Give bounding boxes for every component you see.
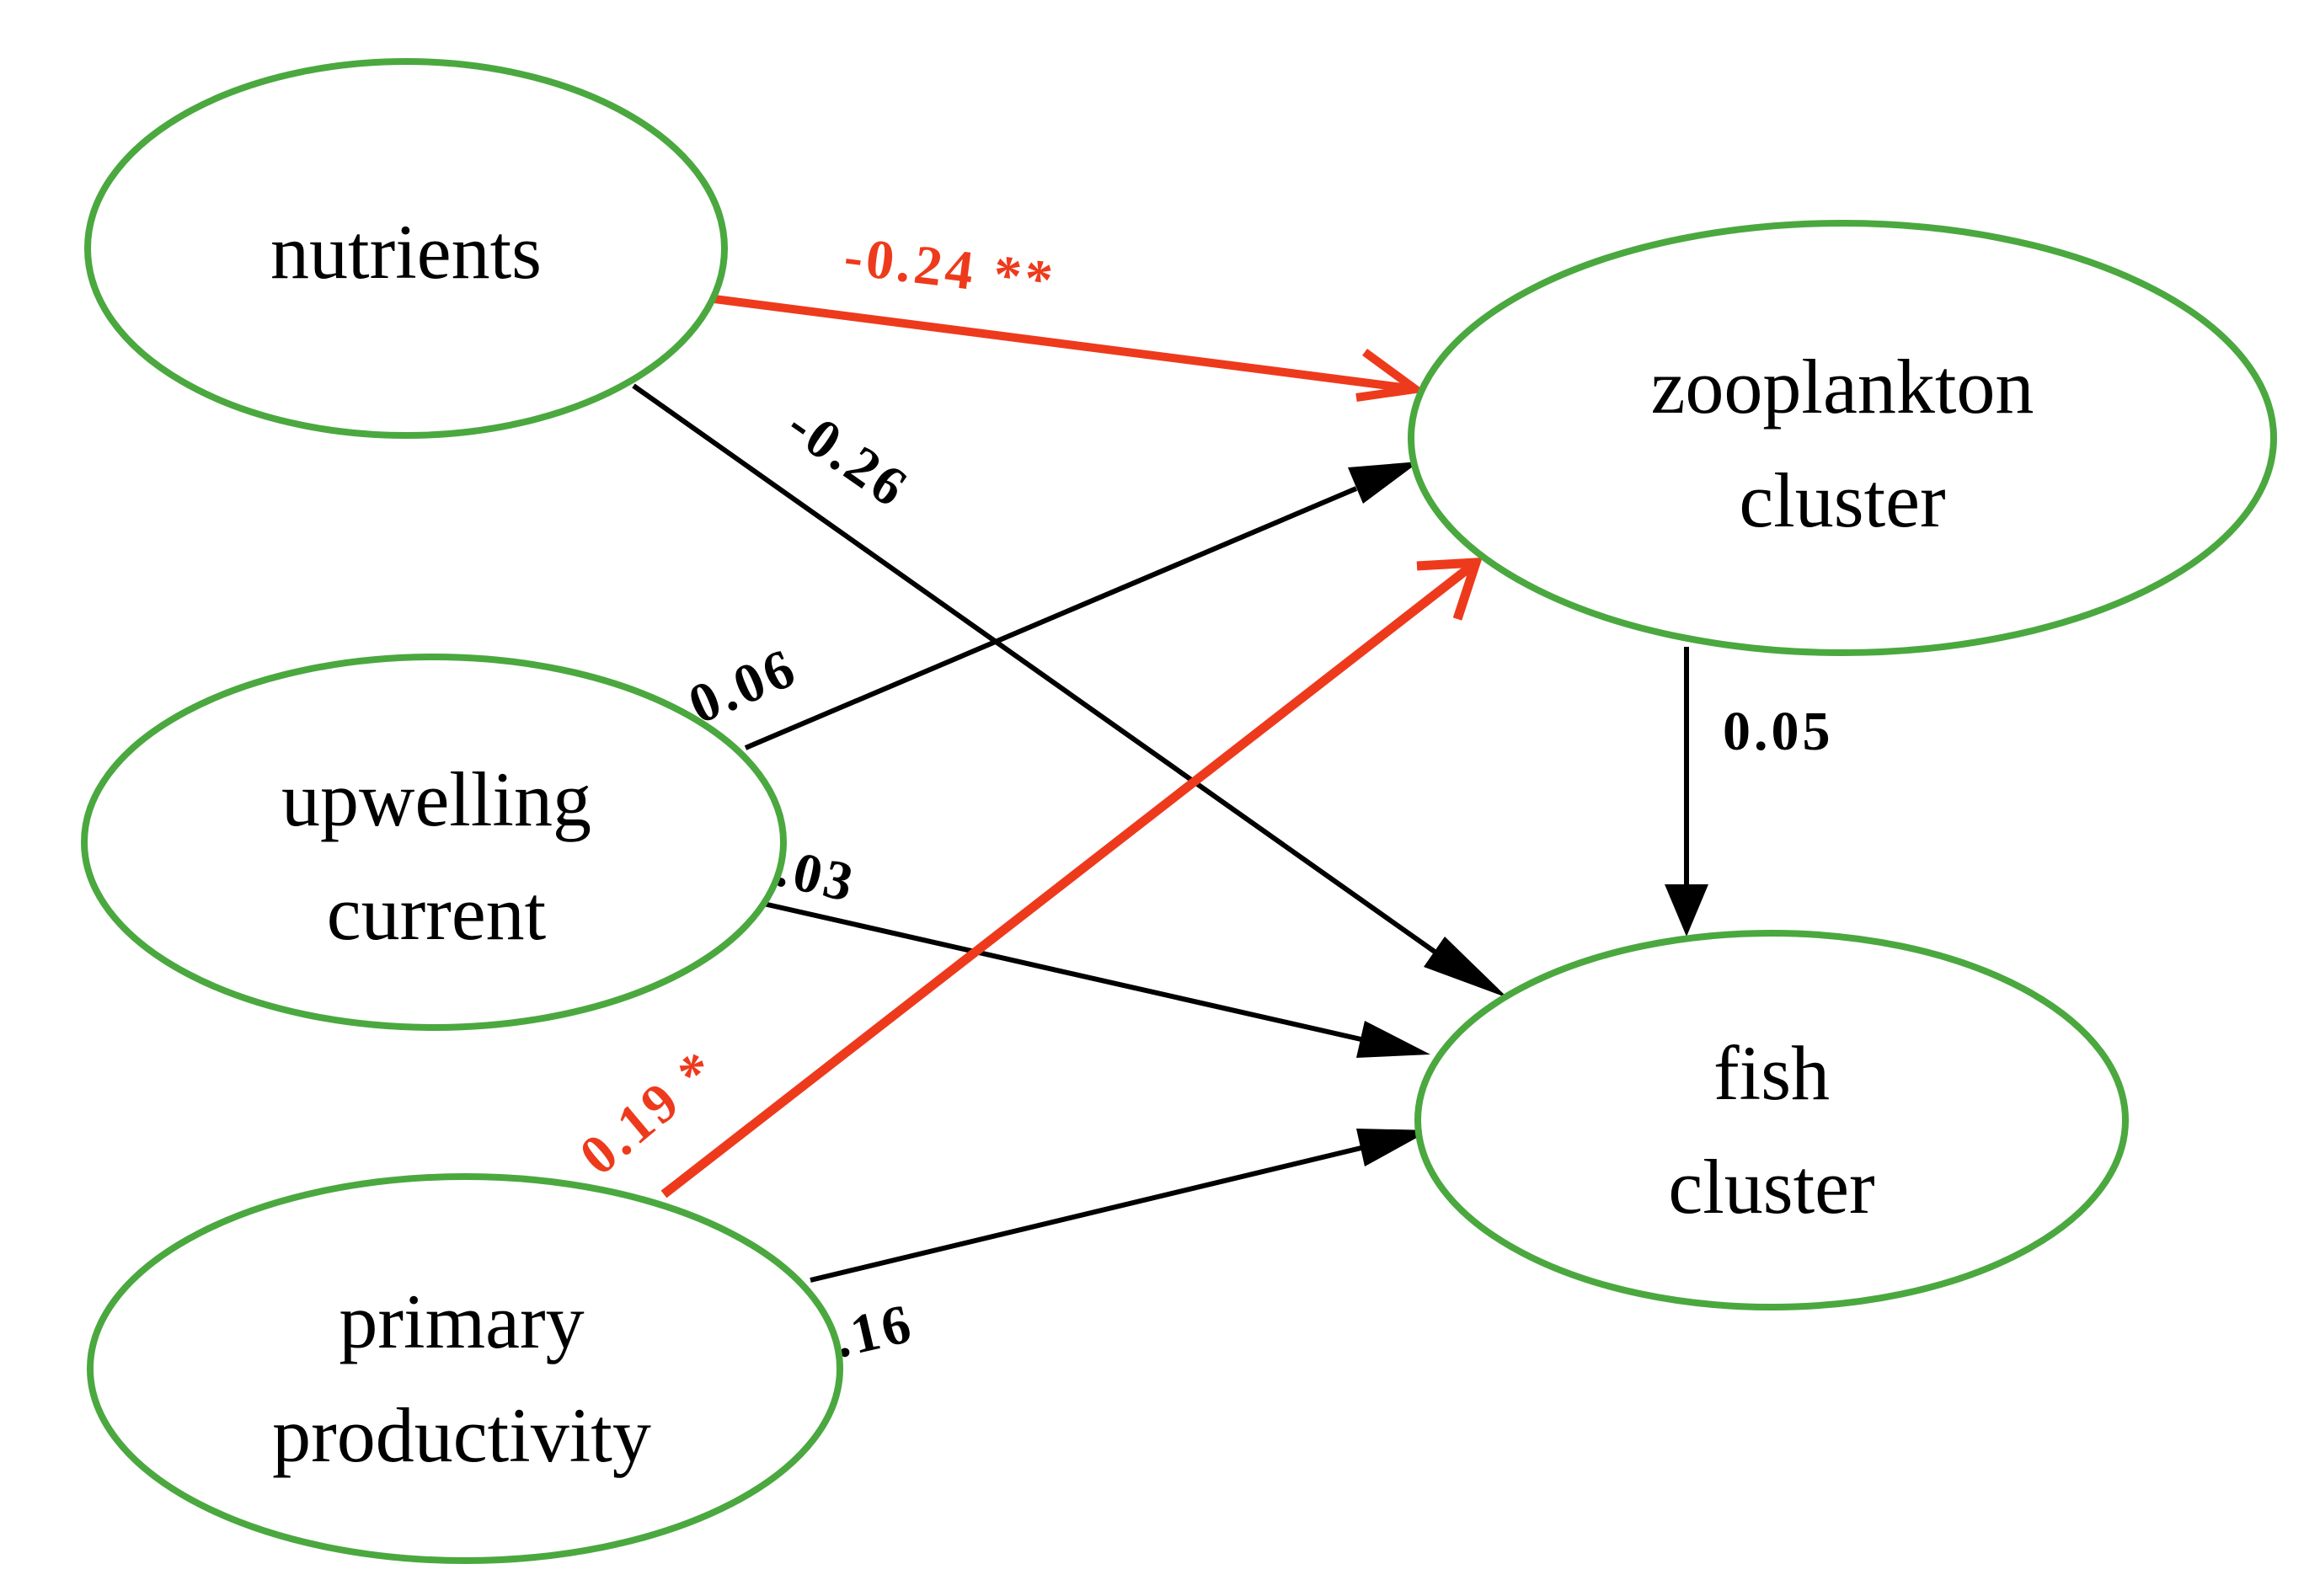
node-primary-productivity-line1: primary [339,1278,584,1364]
edge-label-zooplankton-fish: 0.05 [1723,701,1834,762]
edge-upwelling-zooplankton [744,462,1419,750]
edge-nutrients-zooplankton [714,295,1426,402]
edge-primary-zooplankton [660,558,1483,1198]
node-upwelling-current: upwelling current [81,654,787,1031]
edge-zooplankton-fish [1665,647,1708,937]
edge-upwelling-fish [759,900,1430,1058]
node-zooplankton-cluster: zooplankton cluster [1408,220,2277,656]
node-zooplankton-cluster-line1: zooplankton [1651,344,2034,430]
node-fish-cluster-line1: fish [1713,1030,1830,1116]
node-zooplankton-cluster-line2: cluster [1739,457,1945,543]
node-primary-productivity-line2: productivity [272,1392,651,1478]
node-nutrients: nutrients [84,58,728,439]
node-fish-cluster: fish cluster [1414,930,2129,1310]
node-fish-cluster-line2: cluster [1668,1144,1874,1230]
edge-nutrients-fish [632,383,1508,998]
edge-primary-fish [810,1129,1430,1283]
node-primary-productivity: primary productivity [87,1173,843,1564]
node-upwelling-current-line1: upwelling [281,756,591,842]
node-nutrients-label: nutrients [270,209,542,295]
node-upwelling-current-line2: current [327,870,547,956]
edge-label-nutrients-zooplankton: -0.24 ** [841,225,1059,312]
